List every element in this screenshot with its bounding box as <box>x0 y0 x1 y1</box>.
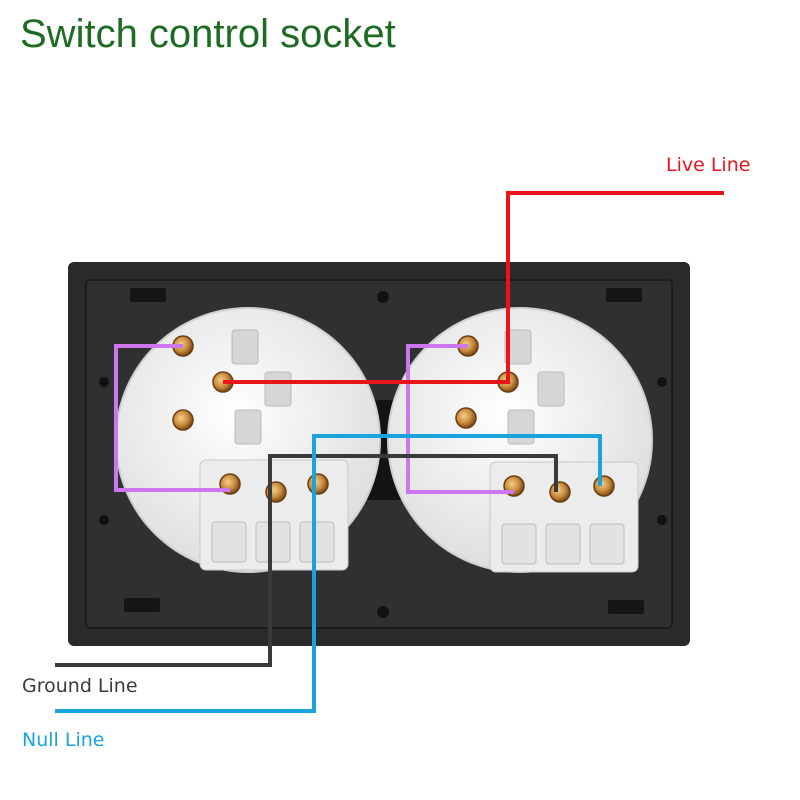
switch-wire-right <box>406 344 514 494</box>
right-terminal-screw-5 <box>549 481 571 503</box>
live-wire <box>223 191 724 384</box>
diagram-title: Switch control socket <box>20 12 396 56</box>
left-socket-slot-top <box>231 329 259 365</box>
left-terminal-clamp-1 <box>211 521 247 563</box>
ground-line-label: Ground Line <box>22 675 138 697</box>
null-wire <box>55 434 602 713</box>
panel-clip-bottom-left <box>124 598 160 612</box>
panel-screw-hole-right-lower <box>657 515 667 525</box>
right-socket-slot-mid <box>537 371 565 407</box>
right-terminal-screw-3 <box>455 407 477 429</box>
right-terminal-clamp-3 <box>589 523 625 565</box>
panel-screw-hole-bottom <box>377 606 389 618</box>
panel-screw-hole-left-lower <box>99 515 109 525</box>
panel-screw-hole-right <box>657 377 667 387</box>
right-terminal-clamp-1 <box>501 523 537 565</box>
panel-clip-bottom-right <box>608 600 644 614</box>
screw-terminals <box>172 335 615 503</box>
left-terminal-clamp-3 <box>299 521 335 563</box>
null-line-label: Null Line <box>22 729 105 751</box>
switch-wire-left <box>114 344 230 492</box>
live-line-label: Live Line <box>666 154 751 176</box>
right-socket-slot-low <box>507 409 535 445</box>
right-socket-slot-top <box>504 329 532 365</box>
right-terminal-screw-6 <box>593 475 615 497</box>
panel-screw-hole-top <box>377 291 389 303</box>
ground-wire <box>55 454 558 667</box>
left-socket-slot-low <box>234 409 262 445</box>
left-terminal-clamp-2 <box>255 521 291 563</box>
panel-screw-hole-left <box>99 377 109 387</box>
left-terminal-screw-3 <box>172 409 194 431</box>
left-socket-slot-mid <box>264 371 292 407</box>
panel-clip-top-right <box>606 288 642 302</box>
right-terminal-clamp-2 <box>545 523 581 565</box>
panel-clip-top-left <box>130 288 166 302</box>
left-terminal-screw-6 <box>307 473 329 495</box>
